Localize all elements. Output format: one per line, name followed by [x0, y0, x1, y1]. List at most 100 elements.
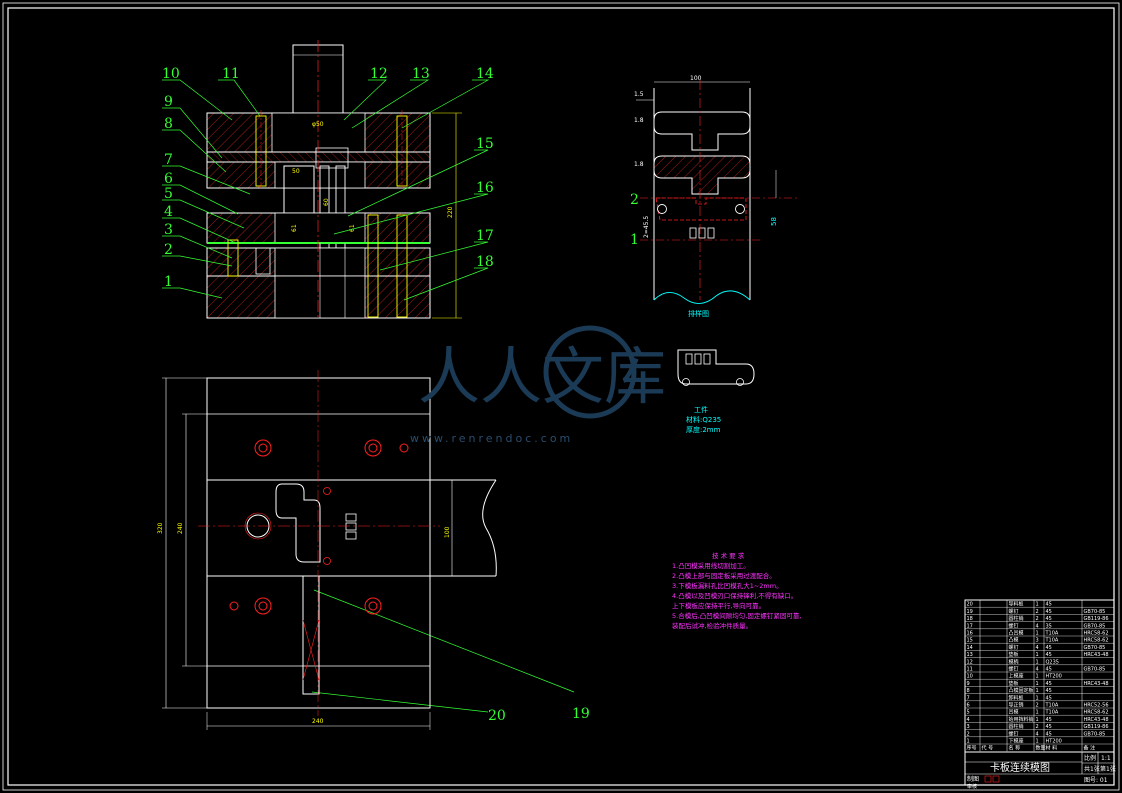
- bom-cell: 圆柱销: [1009, 723, 1024, 730]
- bom-cell: 导正销: [1009, 702, 1024, 709]
- title-dwg-no: 图号: 01: [1084, 777, 1108, 784]
- bom-cell: 45: [1046, 609, 1052, 615]
- workpiece-caption-2: 材料:Q235: [686, 415, 721, 424]
- part-label-20: 20: [488, 708, 506, 724]
- strip-layout-view: 100 1.5 1.8 1.8 2 1 2=45.5 58 排样图: [630, 75, 800, 318]
- bom-cell: T10A: [1045, 638, 1059, 644]
- bom-header-cell: 数量: [1036, 745, 1046, 752]
- bom-cell: 螺钉: [1009, 666, 1019, 673]
- bom-cell: 1: [1036, 674, 1039, 680]
- tech-note-line-7: 装配后试冲,检验冲件质量。: [672, 621, 752, 630]
- bom-cell: 1: [1036, 717, 1039, 723]
- bom-cell: 16: [967, 631, 973, 637]
- bom-cell: 始用挡料销: [1009, 716, 1034, 723]
- bom-cell: 45: [1046, 652, 1052, 658]
- bom-cell: 1: [1036, 602, 1039, 608]
- dim-front-height: 220: [447, 206, 454, 218]
- bom-cell: 4: [1036, 667, 1039, 673]
- bom-cell: 45: [1046, 681, 1052, 687]
- dim-v2: 60: [323, 198, 330, 206]
- strip-pitch-label: 2=45.5: [643, 216, 650, 238]
- bom-cell: 螺钉: [1009, 622, 1019, 629]
- bom-cell: 凸模固定板: [1009, 687, 1034, 694]
- bom-cell: 45: [1046, 717, 1052, 723]
- bom-cell: 10: [967, 674, 973, 680]
- bom-cell: 9: [967, 681, 970, 687]
- bom-cell: T10A: [1045, 703, 1059, 709]
- bom-header-cell: 序号: [967, 745, 977, 752]
- bolt-lower-right-1: [367, 214, 379, 318]
- bom-cell: 7: [967, 695, 970, 701]
- bom-cell: 1: [1036, 681, 1039, 687]
- bolt-lower-left: [227, 239, 239, 277]
- title-block: 比例 1:1 共1张 第1张 卡板连续模图 制图 审核 图号: 01: [964, 751, 1116, 790]
- bom-cell: GB70-85: [1084, 645, 1106, 651]
- dim-v3: 61: [349, 224, 356, 232]
- workpiece-caption-1: 工件: [694, 405, 708, 414]
- part-label-13: 13: [412, 66, 430, 82]
- bom-cell: HRC58-62: [1084, 631, 1109, 637]
- strip-small-dim-1: 1.5: [634, 91, 644, 98]
- part-label-1: 1: [164, 274, 173, 290]
- bom-cell: 20: [967, 602, 973, 608]
- bom-cell: 凹模: [1009, 709, 1019, 716]
- bom-cell: 14: [967, 645, 973, 651]
- bom-cell: 上模座: [1009, 673, 1024, 680]
- bom-cell: 13: [967, 652, 973, 658]
- tech-notes-title: 技 术 要 求: [712, 551, 745, 560]
- bom-cell: 45: [1046, 695, 1052, 701]
- plan-dim-width: 240: [312, 718, 324, 725]
- bom-header-cell: 材 料: [1046, 745, 1058, 752]
- plan-punch-t: [275, 483, 321, 563]
- part-label-17: 17: [476, 228, 494, 244]
- plan-pin-hole-1: [229, 601, 239, 611]
- watermark-text: 人人文库: [418, 340, 666, 413]
- bom-header-cell: 备 注: [1084, 745, 1096, 752]
- bom-cell: 4: [1036, 623, 1039, 629]
- sheet-border-inner: [7, 7, 1115, 786]
- bom-cell: HRC58-62: [1084, 638, 1109, 644]
- bom-cell: GB70-85: [1084, 623, 1106, 629]
- bom-cell: 1: [1036, 688, 1039, 694]
- bom-cell: 8: [967, 688, 970, 694]
- bolt-lower-right-2: [396, 214, 408, 318]
- bom-cell: 1: [1036, 739, 1039, 745]
- bom-cell: 1: [967, 739, 970, 745]
- part-label-3: 3: [164, 222, 173, 238]
- bom-header-cell: 名 称: [1009, 745, 1021, 752]
- title-sheet-2: 第1张: [1100, 765, 1116, 773]
- bom-cell: 5: [967, 710, 970, 716]
- part-label-2: 2: [164, 242, 173, 258]
- bom-cell: 45: [1046, 731, 1052, 737]
- bom-cell: 凸凹模: [1009, 630, 1024, 637]
- strip-blank-1: [653, 111, 751, 151]
- strip-part-station2: [655, 197, 747, 221]
- bom-cell: 1: [1036, 659, 1039, 665]
- bom-cell: 1: [1036, 652, 1039, 658]
- bom-cell: 3: [967, 724, 970, 730]
- watermark: 人人文库 www.renrendoc.com: [410, 325, 666, 445]
- bom-cell: 螺钉: [1009, 608, 1019, 615]
- bom-cell: 1: [1036, 631, 1039, 637]
- part-labels: 1 2 3 4 5 6 7 8 9 10 11 12 13 14 15 16 1…: [162, 66, 590, 724]
- bom-cell: HRC43-48: [1084, 652, 1109, 658]
- part-label-19: 19: [572, 706, 590, 722]
- strip-blank-2: [653, 155, 751, 195]
- bom-cell: 4: [1036, 645, 1039, 651]
- bom-cell: 导料板: [1009, 601, 1024, 608]
- bom-cell: Q235: [1046, 659, 1059, 665]
- bom-cell: 4: [967, 717, 970, 723]
- bom-cell: GB119-86: [1084, 616, 1109, 622]
- bom-cell: 1: [1036, 710, 1039, 716]
- dim-v1: 61: [291, 224, 298, 232]
- bom-cell: HRC43-48: [1084, 717, 1109, 723]
- bom-cell: HRC43-48: [1084, 681, 1109, 687]
- bom-cell: 2: [1036, 724, 1039, 730]
- plan-dim-outer-height: 320: [157, 522, 164, 534]
- part-label-14: 14: [476, 66, 494, 82]
- tech-note-line-4: 4.凸模以及凹模刃口保持锋利,不得有缺口。: [672, 591, 797, 600]
- bom-cell: 18: [967, 616, 973, 622]
- title-scale-label: 比例: [1084, 754, 1096, 762]
